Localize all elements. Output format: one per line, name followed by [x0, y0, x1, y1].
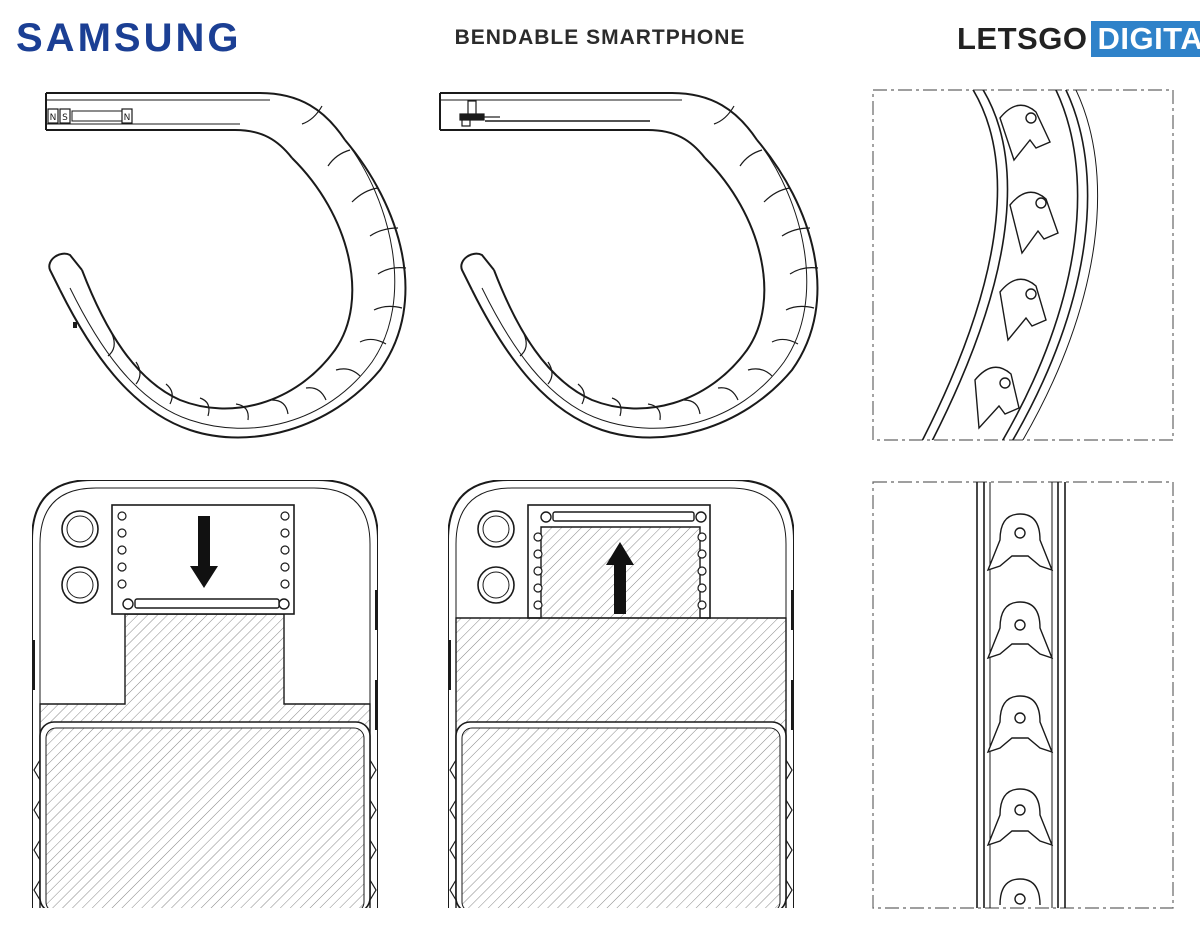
pop-up-module-frame-raised: [527, 504, 711, 619]
bent-band-left: [45, 92, 407, 439]
letsgodigital-logo: LETSGO DIGITAL: [957, 20, 1200, 58]
phone-left: [32, 480, 378, 908]
band-left-joints: [107, 105, 407, 421]
arrow-down-icon: [190, 516, 218, 588]
straight-hinge-detail: [976, 482, 1066, 908]
site-logo-part1: LETSGO: [957, 21, 1088, 56]
band-middle-joints: [519, 105, 819, 421]
samsung-logo: SAMSUNG: [16, 16, 242, 60]
insert-s-label: S: [62, 113, 68, 123]
insert-n-2-label: N: [124, 113, 131, 123]
curved-hinge-detail: [921, 90, 1099, 440]
insert-n-1: [47, 108, 59, 124]
insert-bar: [71, 110, 123, 122]
arrow-up-icon: [606, 542, 634, 614]
phone-middle: [448, 480, 794, 908]
latch-mechanism: [459, 100, 500, 127]
detail-box-straight: [872, 481, 1174, 909]
insert-n-2: [121, 108, 133, 124]
site-logo-part2: DIGITAL: [1091, 21, 1200, 57]
bent-band-middle: [439, 92, 819, 439]
magnet-inserts: N S N: [47, 108, 133, 124]
insert-s: [59, 108, 71, 124]
page-title: BENDABLE SMARTPHONE: [454, 26, 746, 49]
insert-n-1-label: N: [50, 113, 57, 123]
